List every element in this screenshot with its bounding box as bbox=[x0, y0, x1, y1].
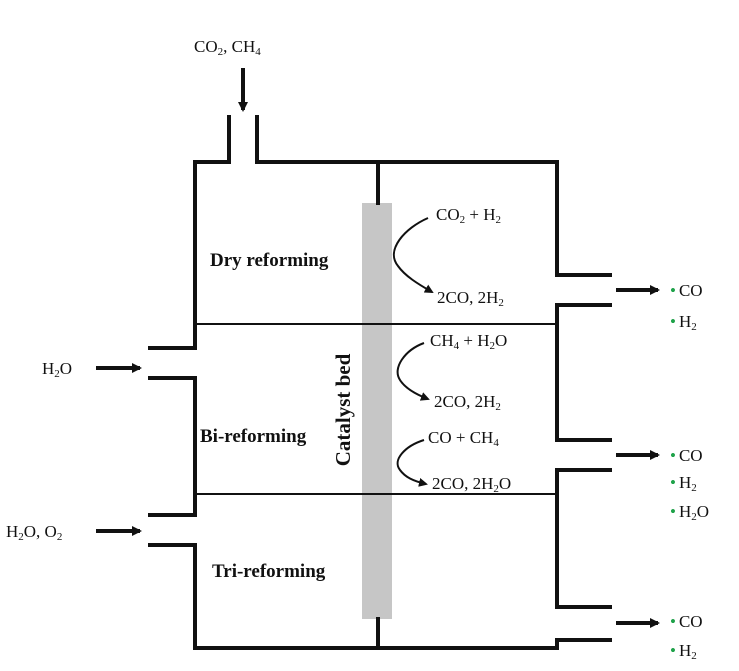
product-item: •H2 bbox=[670, 312, 697, 333]
product-item: •H2O bbox=[670, 502, 709, 523]
zone-separators bbox=[195, 323, 557, 495]
reaction-dry-reactants: CO2 + H2 bbox=[436, 205, 501, 226]
reaction-arrow-bi-2 bbox=[396, 439, 428, 487]
reaction-dry-products: 2CO, 2H2 bbox=[437, 288, 504, 309]
catalyst-bed-bar bbox=[362, 203, 392, 619]
product-list-middle: •CO •H2 •H2O bbox=[670, 446, 709, 523]
reaction-bi-2-reactants: CO + CH4 bbox=[428, 428, 499, 449]
zone-label-bi-reforming: Bi-reforming bbox=[200, 426, 307, 447]
feed-arrows bbox=[96, 68, 248, 536]
reaction-bi-1-products: 2CO, 2H2 bbox=[434, 392, 501, 413]
reactor-walls bbox=[148, 115, 612, 650]
product-item: •H2 bbox=[670, 641, 697, 662]
feed-label-h2o: H2O bbox=[42, 359, 72, 380]
product-item: •H2 bbox=[670, 473, 697, 494]
zone-label-dry-reforming: Dry reforming bbox=[210, 250, 329, 271]
feed-label-co2-ch4: CO2, CH4 bbox=[194, 37, 261, 58]
catalyst-bed-label: Catalyst bed bbox=[331, 353, 355, 466]
reaction-bi-1-reactants: CH4 + H2O bbox=[430, 331, 507, 352]
product-list-bottom: •CO •H2 bbox=[670, 612, 703, 662]
reaction-arrow-dry bbox=[392, 217, 434, 293]
product-item: •CO bbox=[670, 281, 703, 300]
product-list-top: •CO •H2 bbox=[670, 281, 703, 333]
product-item: •CO bbox=[670, 612, 703, 631]
reaction-bi-2-products: 2CO, 2H2O bbox=[432, 474, 511, 495]
reaction-arrows bbox=[392, 217, 434, 487]
reaction-arrow-bi-1 bbox=[396, 342, 430, 401]
product-arrows bbox=[616, 285, 660, 628]
product-item: •CO bbox=[670, 446, 703, 465]
feed-label-h2o-o2: H2O, O2 bbox=[6, 522, 62, 543]
zone-label-tri-reforming: Tri-reforming bbox=[212, 561, 326, 582]
